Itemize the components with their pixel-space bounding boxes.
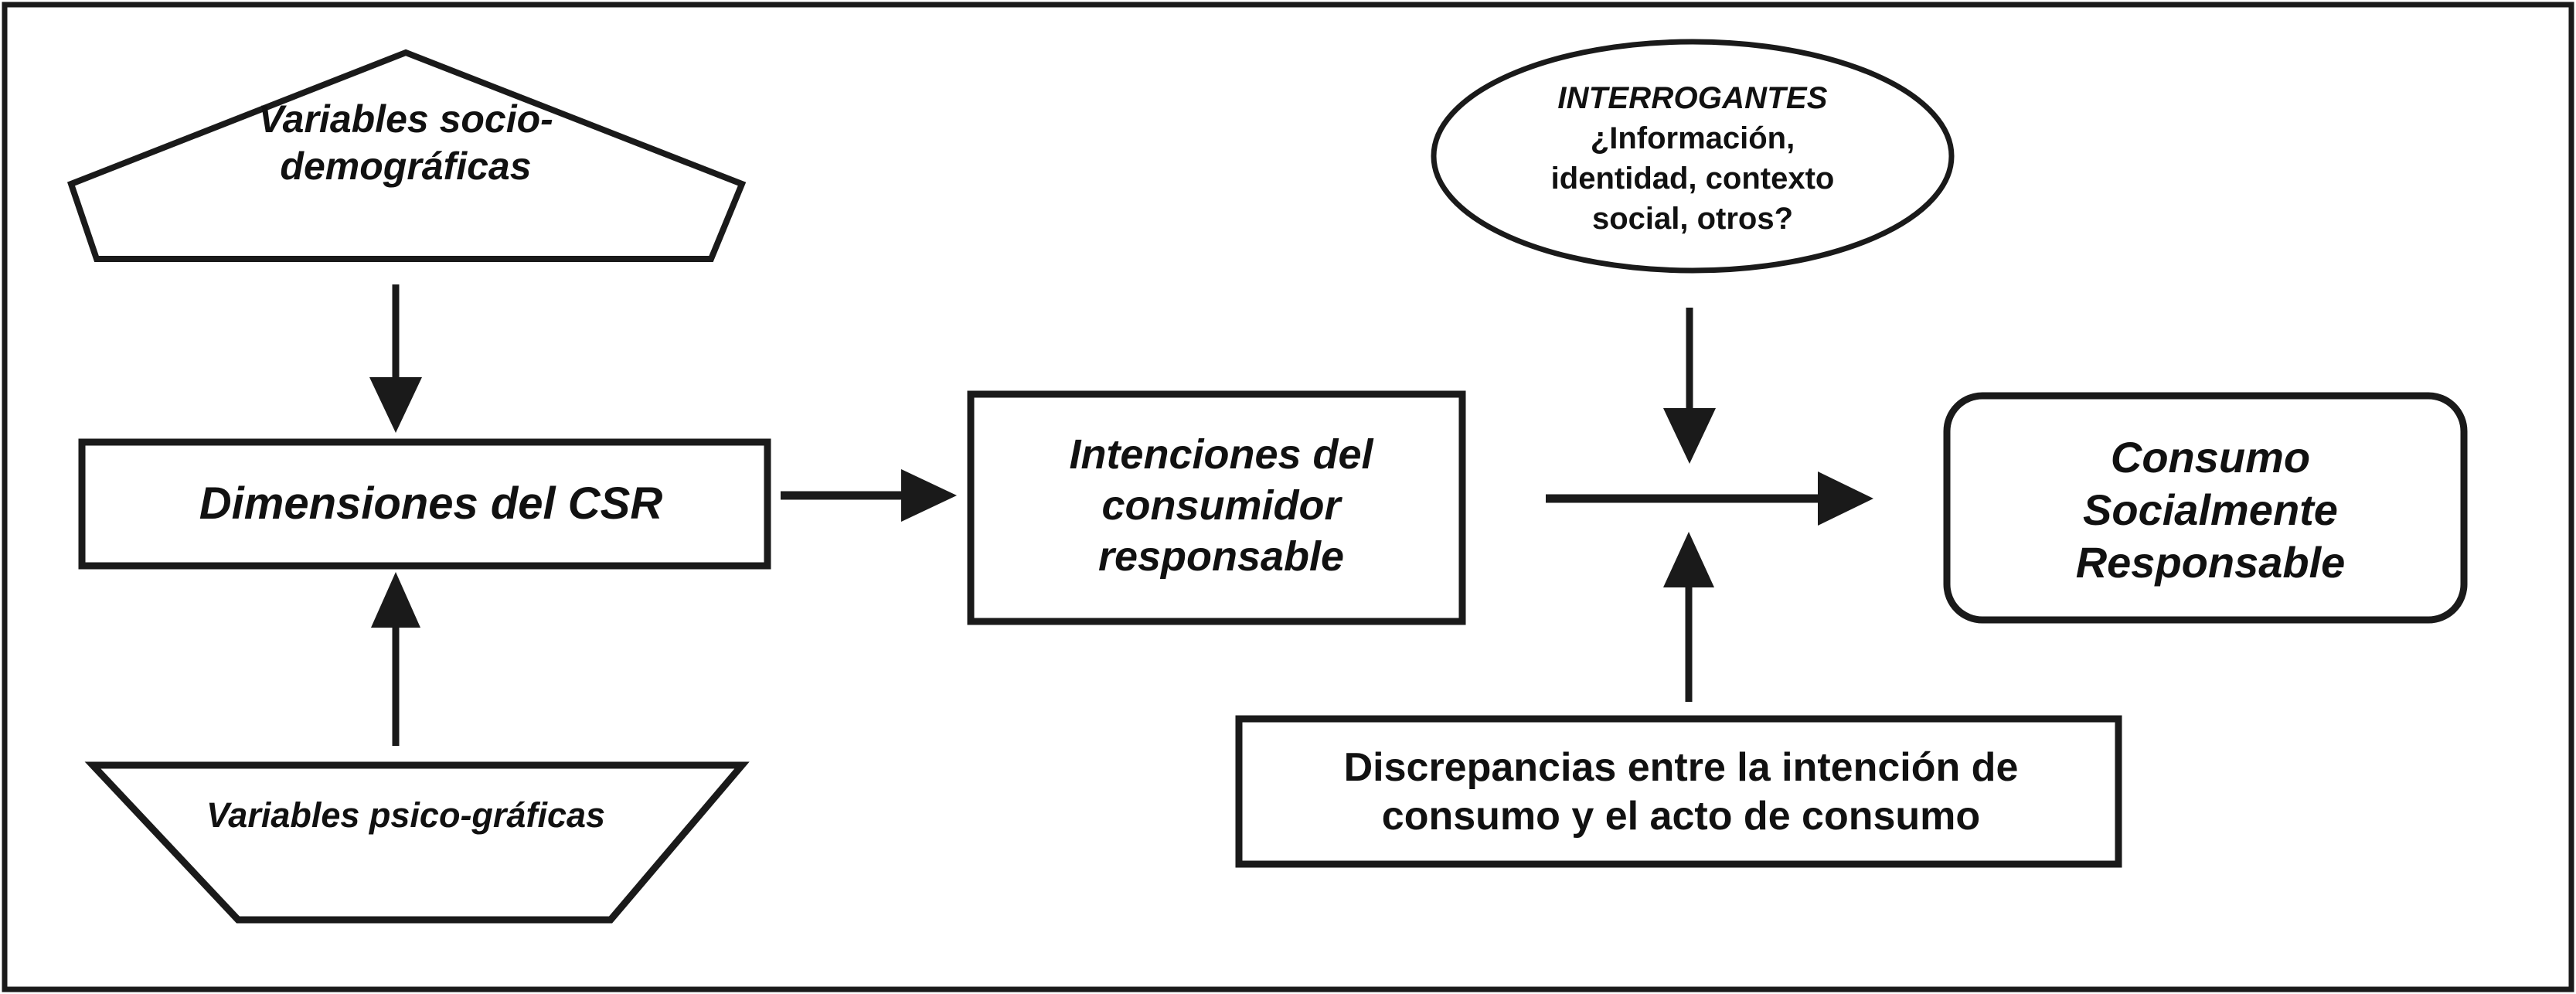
shape-rect-dimensiones-del-csr[interactable] — [78, 438, 771, 570]
arrow-socio-to-csr — [369, 284, 422, 433]
arrow-discrepancias-to-flow — [1663, 532, 1714, 702]
shape-rounded-rect-consumo-socialmente-responsable[interactable] — [1943, 392, 2468, 624]
shape-pentagon-variables-socio-demograficas[interactable] — [66, 49, 747, 262]
shape-rect-intenciones-del-consumidor-responsable[interactable] — [967, 390, 1466, 625]
shape-ellipse-interrogantes[interactable] — [1431, 39, 1955, 274]
shape-trapezoid-variables-psico-graficas[interactable] — [84, 761, 750, 924]
arrow-csr-to-intenciones — [781, 469, 957, 522]
arrow-intenciones-to-consumo — [1546, 471, 1873, 526]
arrow-psico-to-csr — [371, 572, 420, 746]
arrow-interrogantes-to-flow — [1663, 308, 1716, 464]
shape-rect-discrepancias[interactable] — [1235, 715, 2122, 868]
